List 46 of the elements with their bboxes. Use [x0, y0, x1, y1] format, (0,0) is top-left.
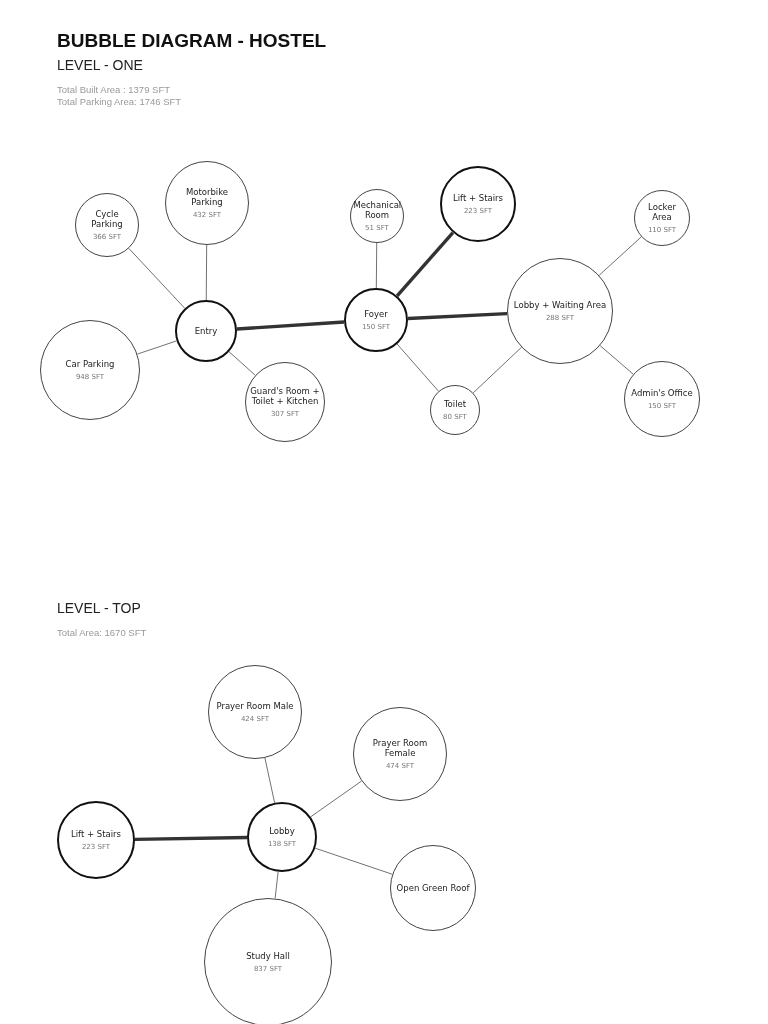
- room-name: Guard's Room + Toilet + Kitchen: [250, 385, 320, 407]
- room-name: Entry: [194, 325, 218, 337]
- room-name: Lobby + Waiting Area: [513, 299, 607, 311]
- connector-line: [128, 248, 186, 309]
- room-name: Lift + Stairs: [453, 192, 503, 204]
- connector-line: [264, 757, 275, 804]
- room-bubble: [344, 288, 408, 352]
- room-name: Prayer Room Female: [371, 737, 429, 759]
- room-name: Cycle Parking: [90, 208, 124, 230]
- connector-line: [310, 780, 362, 818]
- room-bubble: [350, 189, 404, 243]
- room-name: Foyer: [364, 308, 388, 320]
- room-bubble: [430, 385, 480, 435]
- room-name: Locker Area: [647, 201, 677, 223]
- connector-line: [314, 847, 393, 875]
- diagram-title: BUBBLE DIAGRAM - HOSTEL: [57, 30, 327, 52]
- room-name: Lift + Stairs: [71, 828, 121, 840]
- room-name: Car Parking: [65, 358, 115, 370]
- level-heading: LEVEL - ONE: [57, 57, 143, 73]
- room-name: Study Hall: [246, 950, 290, 962]
- room-name: Open Green Roof: [396, 882, 470, 894]
- room-bubble: [634, 190, 690, 246]
- connector-line: [598, 236, 642, 276]
- connector-line: [205, 244, 207, 301]
- connector-line: [236, 320, 345, 331]
- connector-line: [599, 345, 634, 375]
- connector-line: [395, 231, 455, 298]
- area-note: Total Parking Area: 1746 SFT: [57, 96, 182, 107]
- connector-line: [375, 242, 378, 289]
- level-heading: LEVEL - TOP: [57, 600, 141, 616]
- room-name: Motorbike Parking: [184, 186, 230, 208]
- area-note: Total Built Area : 1379 SFT: [57, 84, 170, 95]
- room-name: Lobby: [269, 825, 295, 837]
- area-note: Total Area: 1670 SFT: [57, 627, 147, 638]
- connector-line: [137, 340, 177, 355]
- connector-line: [472, 347, 522, 394]
- room-name: Admin's Office: [631, 387, 693, 399]
- room-name: Toilet: [443, 398, 467, 410]
- connector-line: [407, 311, 508, 321]
- connector-line: [134, 835, 248, 842]
- connector-line: [274, 871, 279, 899]
- room-name: Mechanical Room: [353, 199, 401, 221]
- room-name: Prayer Room Male: [216, 700, 294, 712]
- connector-line: [396, 343, 439, 392]
- connector-line: [228, 351, 256, 376]
- room-bubble: [175, 300, 237, 362]
